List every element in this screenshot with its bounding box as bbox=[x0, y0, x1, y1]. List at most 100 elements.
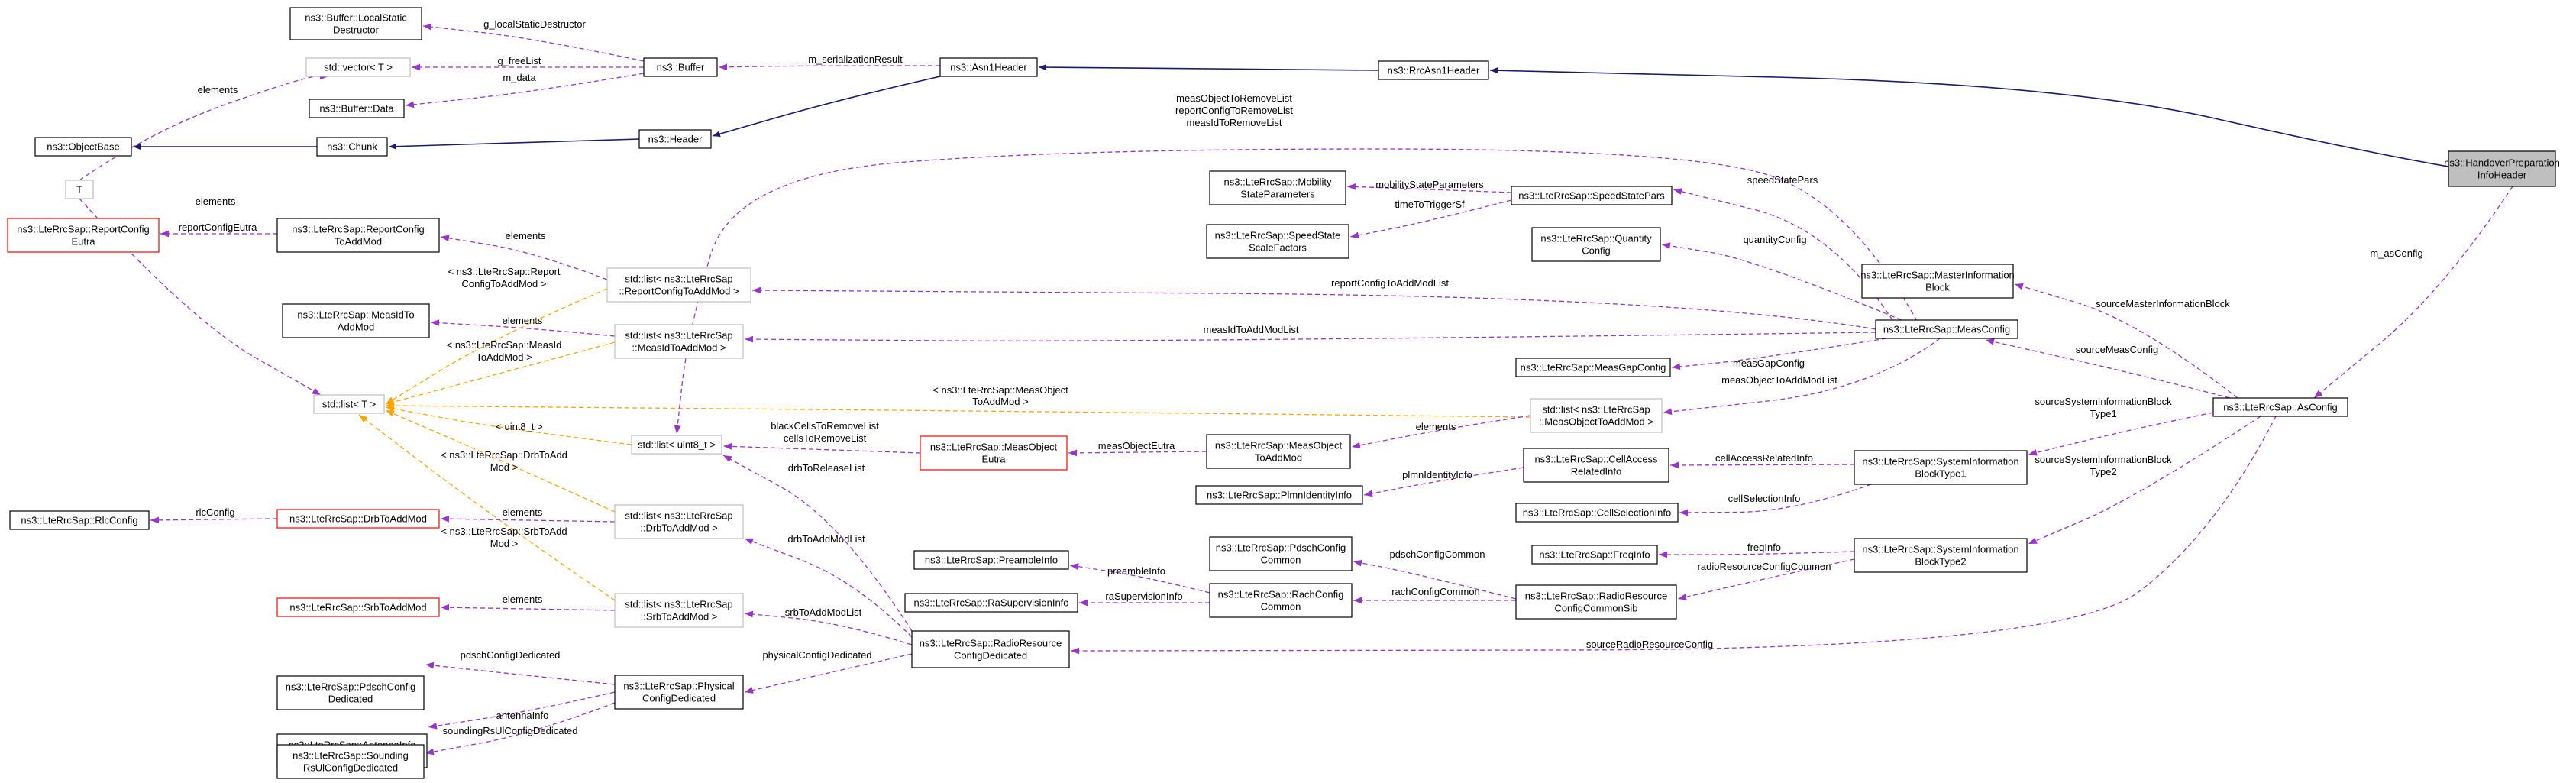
class-node-plmnid[interactable]: ns3::LteRrcSap::PlmnIdentityInfo bbox=[1195, 485, 1363, 505]
node-label: ns3::LteRrcSap::CellSelectionInfo bbox=[1523, 507, 1671, 519]
class-node-listmeasid[interactable]: std::list< ns3::LteRrcSap::MeasIdToAddMo… bbox=[614, 324, 744, 359]
class-node-objectbase[interactable]: ns3::ObjectBase bbox=[34, 137, 132, 157]
class-node-listsrb[interactable]: std::list< ns3::LteRrcSap::SrbToAddMod > bbox=[614, 593, 744, 628]
edge-pdschcommon-sib: pdschConfigCommon bbox=[1353, 548, 1517, 600]
edge-tmpl-uint8: < uint8_t > bbox=[385, 405, 632, 445]
edge-line bbox=[1489, 67, 2449, 167]
node-label: std::list< ns3::LteRrcSap bbox=[625, 330, 732, 341]
edge-label: srbToAddModList bbox=[785, 607, 862, 618]
node-label: ConfigDedicated bbox=[954, 650, 1027, 662]
class-node-srbtoaddmod[interactable]: ns3::LteRrcSap::SrbToAddMod bbox=[276, 597, 440, 617]
class-node-measconfig[interactable]: ns3::LteRrcSap::MeasConfig bbox=[1875, 319, 2018, 339]
class-node-listuint8[interactable]: std::list< uint8_t > bbox=[631, 435, 722, 455]
edge-mib-as: sourceMasterInformationBlock bbox=[2014, 283, 2238, 399]
edge-uint8-rrcded: drbToReleaseList bbox=[722, 455, 913, 632]
edge-label: drbToAddModList bbox=[787, 533, 865, 545]
class-node-speedstatepars[interactable]: ns3::LteRrcSap::SpeedStatePars bbox=[1511, 186, 1673, 205]
class-node-mib[interactable]: ns3::LteRrcSap::MasterInformationBlock bbox=[1860, 264, 2015, 299]
edge-label: < ns3::LteRrcSap::MeasId bbox=[447, 339, 562, 351]
edge-line bbox=[1659, 551, 1855, 558]
edge-label: reportConfigToAddModList bbox=[1331, 277, 1449, 289]
edge-line bbox=[385, 405, 632, 445]
class-node-T[interactable]: T bbox=[65, 180, 94, 199]
node-box bbox=[65, 180, 94, 199]
class-node-listreportcfg[interactable]: std::list< ns3::LteRrcSap::ReportConfigT… bbox=[606, 267, 751, 303]
node-box bbox=[1515, 503, 1679, 523]
node-label: ns3::LteRrcSap::SrbToAddMod bbox=[289, 602, 426, 613]
class-node-measgapcfg[interactable]: ns3::LteRrcSap::MeasGapConfig bbox=[1515, 358, 1671, 377]
edge-label: sourceSystemInformationBlock bbox=[2035, 396, 2172, 407]
class-node-vectorT[interactable]: std::vector< T > bbox=[305, 57, 411, 77]
edge-label: timeToTriggerSf bbox=[1395, 199, 1465, 210]
edge-label: freqInfo bbox=[1747, 542, 1781, 553]
node-label: RelatedInfo bbox=[1571, 466, 1622, 477]
class-node-drbtoaddmod[interactable]: ns3::LteRrcSap::DrbToAddMod bbox=[276, 509, 440, 529]
node-label: std::list< ns3::LteRrcSap bbox=[1542, 404, 1650, 416]
class-node-sib2[interactable]: ns3::LteRrcSap::SystemInformationBlockTy… bbox=[1854, 538, 2028, 573]
class-node-chunk[interactable]: ns3::Chunk bbox=[316, 137, 388, 157]
class-node-soundingrs[interactable]: ns3::LteRrcSap::SoundingRsUlConfigDedica… bbox=[276, 744, 425, 779]
class-node-reportcfgtoaddmod[interactable]: ns3::LteRrcSap::ReportConfigToAddMod bbox=[276, 218, 440, 253]
class-node-measidtoaddmod[interactable]: ns3::LteRrcSap::MeasIdToAddMod bbox=[282, 303, 430, 338]
node-label: ConfigCommonSib bbox=[1554, 603, 1637, 614]
node-label: ns3::RrcAsn1Header bbox=[1388, 65, 1480, 76]
node-label: ns3::LteRrcSap::Mobility bbox=[1224, 176, 1332, 188]
node-box bbox=[316, 137, 388, 157]
class-node-sib1[interactable]: ns3::LteRrcSap::SystemInformationBlockTy… bbox=[1854, 450, 2028, 485]
class-node-asn1[interactable]: ns3::Asn1Header bbox=[939, 57, 1038, 77]
edge-label: measObjectToRemoveList bbox=[1176, 92, 1292, 104]
node-box bbox=[1875, 319, 2018, 339]
class-node-rrccommonsib[interactable]: ns3::LteRrcSap::RadioResourceConfigCommo… bbox=[1515, 584, 1677, 620]
node-box bbox=[276, 218, 440, 253]
class-node-measobjtoaddmod[interactable]: ns3::LteRrcSap::MeasObjectToAddMod bbox=[1206, 434, 1351, 469]
edge-line bbox=[385, 341, 616, 406]
node-label: std::list< T > bbox=[322, 399, 376, 410]
node-label: ns3::LteRrcSap::ReportConfig bbox=[17, 224, 149, 235]
class-node-bufferdata[interactable]: ns3::Buffer::Data bbox=[309, 99, 405, 118]
edge-line bbox=[358, 414, 616, 601]
edge-label: m_asConfig bbox=[2370, 248, 2422, 259]
class-node-freqinfo[interactable]: ns3::LteRrcSap::FreqInfo bbox=[1531, 545, 1658, 565]
edge-label: measObjectEutra bbox=[1098, 440, 1175, 451]
edge-pdsch-phys: pdschConfigDedicated bbox=[425, 649, 616, 685]
edge-lsd-buffer: g_localStaticDestructor bbox=[422, 18, 645, 62]
class-node-rasupinfo[interactable]: ns3::LteRrcSap::RaSupervisionInfo bbox=[904, 593, 1078, 613]
class-node-listmeasobj[interactable]: std::list< ns3::LteRrcSap::MeasObjectToA… bbox=[1530, 398, 1663, 433]
class-node-header[interactable]: ns3::Header bbox=[638, 129, 712, 149]
node-label: std::list< ns3::LteRrcSap bbox=[625, 273, 732, 285]
class-node-rrcasn1[interactable]: ns3::RrcAsn1Header bbox=[1378, 60, 1489, 80]
edge-label: < uint8_t > bbox=[496, 421, 542, 432]
class-node-rlcconfig[interactable]: ns3::LteRrcSap::RlcConfig bbox=[9, 510, 150, 530]
node-label: ns3::LteRrcSap::SpeedState bbox=[1215, 230, 1341, 241]
node-box bbox=[1530, 398, 1663, 433]
class-node-asconfig[interactable]: ns3::LteRrcSap::AsConfig bbox=[2212, 397, 2348, 417]
class-node-listT[interactable]: std::list< T > bbox=[313, 394, 385, 414]
edge-line bbox=[1661, 242, 1902, 321]
edge-label: speedStatePars bbox=[1747, 174, 1818, 186]
class-node-rrcded[interactable]: ns3::LteRrcSap::RadioResourceConfigDedic… bbox=[911, 630, 1070, 668]
edge-label: ToAddMod > bbox=[476, 351, 532, 363]
class-node-buffer[interactable]: ns3::Buffer bbox=[643, 57, 718, 77]
class-node-listdrb[interactable]: std::list< ns3::LteRrcSap::DrbToAddMod > bbox=[614, 504, 744, 539]
node-box bbox=[1854, 450, 2028, 485]
class-node-cellsel[interactable]: ns3::LteRrcSap::CellSelectionInfo bbox=[1515, 503, 1679, 523]
node-label: ns3::Buffer bbox=[657, 62, 705, 73]
edge-line bbox=[751, 286, 1876, 330]
edge-listmeasid-measconfig: measIdToAddModList bbox=[744, 324, 1876, 343]
edge-line bbox=[674, 148, 1918, 435]
class-node-preambleinfo[interactable]: ns3::LteRrcSap::PreambleInfo bbox=[913, 550, 1069, 570]
edge-rach-sib: rachConfigCommon bbox=[1353, 586, 1516, 604]
edge-quantity-measconfig: quantityConfig bbox=[1661, 234, 1902, 321]
